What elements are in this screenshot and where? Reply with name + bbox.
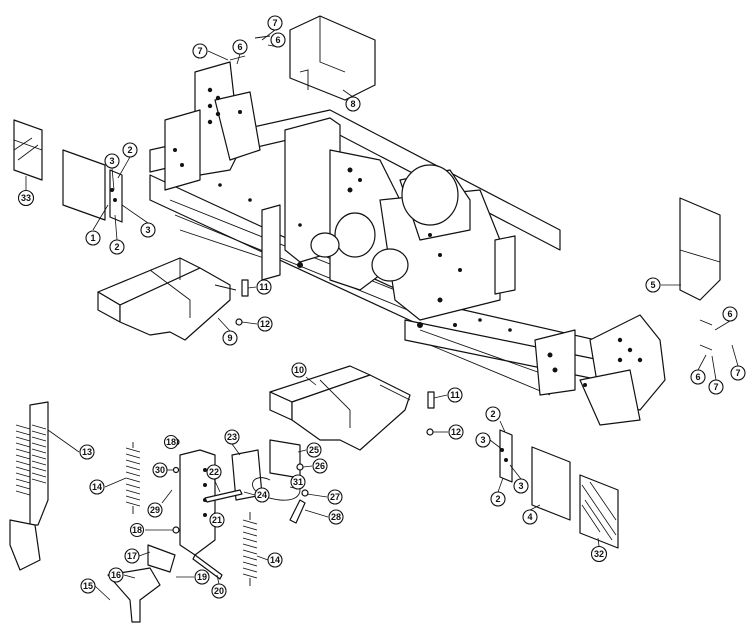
tine-assembly bbox=[9, 401, 309, 623]
callout-label: 12 bbox=[451, 427, 461, 437]
shield-plate-4 bbox=[531, 446, 571, 521]
callout-label: 26 bbox=[315, 461, 325, 471]
decal-plate-32 bbox=[579, 474, 619, 549]
callout-label: 16 bbox=[111, 570, 121, 580]
callout-label: 5 bbox=[650, 280, 655, 290]
callout-label: 9 bbox=[227, 333, 232, 343]
callout-label: 23 bbox=[227, 432, 237, 442]
callout-label: 7 bbox=[713, 382, 718, 392]
callout-label: 4 bbox=[527, 512, 532, 522]
callout-label: 25 bbox=[309, 445, 319, 455]
callout-label: 2 bbox=[495, 494, 500, 504]
shield-plate-1 bbox=[62, 149, 106, 221]
callout-label: 21 bbox=[212, 515, 222, 525]
bracket-10 bbox=[269, 365, 411, 451]
callout-label: 3 bbox=[480, 435, 485, 445]
callout-label: 28 bbox=[331, 512, 341, 522]
callout-label: 7 bbox=[735, 368, 740, 378]
callout-label: 18 bbox=[166, 437, 176, 447]
callout-label: 17 bbox=[127, 551, 137, 561]
shield-cover-5 bbox=[679, 197, 721, 301]
main-frame bbox=[149, 61, 666, 426]
callout-label: 32 bbox=[594, 549, 604, 559]
callout-label: 31 bbox=[293, 477, 303, 487]
callout-label: 6 bbox=[695, 372, 700, 382]
callout-label: 10 bbox=[294, 365, 304, 375]
callout-label: 6 bbox=[237, 42, 242, 52]
callout-label: 22 bbox=[209, 467, 219, 477]
callouts: 1 2 2 3 3 33 7 6 7 6 8 11 12 9 5 6 6 bbox=[17, 15, 746, 601]
callout-label: 30 bbox=[155, 465, 165, 475]
callout-label: 11 bbox=[450, 390, 460, 400]
callout-label: 14 bbox=[92, 482, 102, 492]
callout-label: 6 bbox=[727, 309, 732, 319]
callout-label: 2 bbox=[114, 242, 119, 252]
callout-label: 19 bbox=[197, 572, 207, 582]
callout-label: 3 bbox=[109, 156, 114, 166]
callout-label: 2 bbox=[490, 409, 495, 419]
callout-label: 8 bbox=[350, 99, 355, 109]
callout-label: 1 bbox=[90, 233, 95, 243]
callout-label: 2 bbox=[127, 145, 132, 155]
callout-label: 12 bbox=[260, 319, 270, 329]
callout-label: 11 bbox=[259, 282, 269, 292]
callout-label: 33 bbox=[21, 193, 31, 203]
callout-label: 14 bbox=[270, 555, 280, 565]
callout-label: 27 bbox=[330, 492, 340, 502]
callout-label: 24 bbox=[257, 490, 267, 500]
hardware bbox=[109, 35, 713, 483]
callout-label: 7 bbox=[197, 46, 202, 56]
callout-label: 6 bbox=[275, 35, 280, 45]
callout-label: 29 bbox=[150, 505, 160, 515]
decal-plate-33 bbox=[13, 119, 43, 181]
callout-label: 15 bbox=[83, 581, 93, 591]
callout-label: 7 bbox=[272, 18, 277, 28]
bracket-9 bbox=[97, 257, 237, 341]
callout-label: 20 bbox=[214, 586, 224, 596]
callout-label: 3 bbox=[145, 225, 150, 235]
callout-label: 3 bbox=[518, 481, 523, 491]
callout-label: 18 bbox=[132, 525, 142, 535]
shield-cover-8 bbox=[289, 15, 376, 101]
callout-label: 13 bbox=[82, 447, 92, 457]
